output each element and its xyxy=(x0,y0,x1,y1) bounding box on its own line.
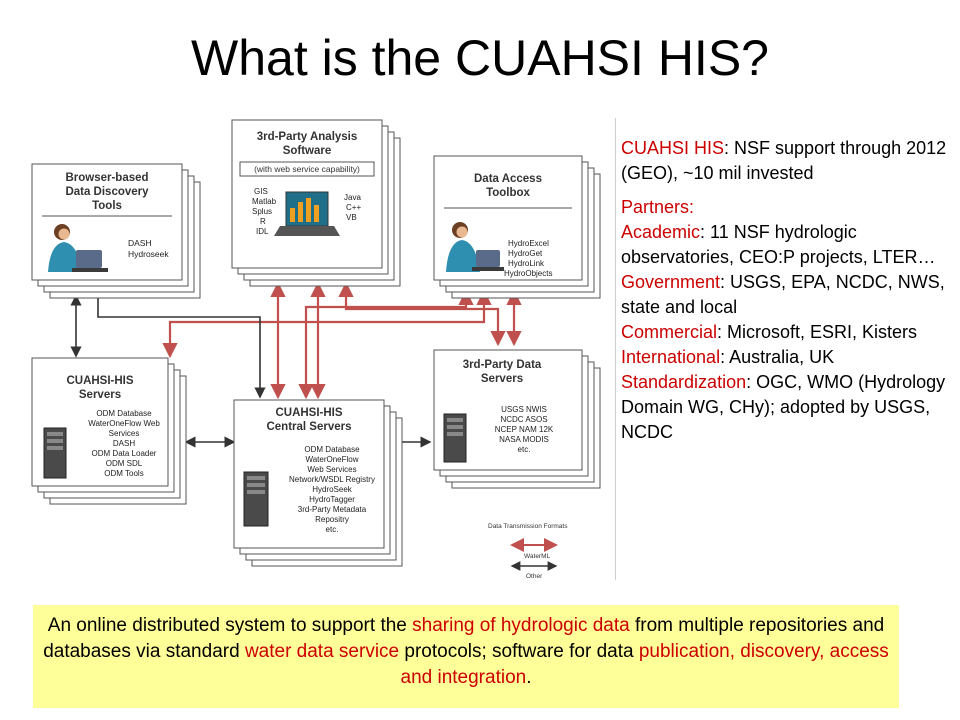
summary-banner: An online distributed system to support … xyxy=(33,605,899,708)
server-tower-icon xyxy=(443,413,467,463)
thirdparty-title-2: Servers xyxy=(481,373,523,385)
waterml-arrow-access-his xyxy=(162,289,492,359)
central-item-9: etc. xyxy=(326,525,339,534)
analysis-left-4: R xyxy=(260,217,266,226)
browser-title-2: Data Discovery xyxy=(65,186,149,198)
chart-laptop-icon xyxy=(274,191,340,236)
analysis-left-2: Matlab xyxy=(252,197,277,206)
government-label: Government xyxy=(621,272,721,292)
commercial-line: Commercial: Microsoft, ESRI, Kisters xyxy=(621,320,956,345)
academic-line: Academic: 11 NSF hydrologic observatorie… xyxy=(621,220,956,270)
summary-highlight-1: sharing of hydrologic data xyxy=(412,615,630,636)
international-text: : Australia, UK xyxy=(720,347,835,367)
access-title-1: Data Access xyxy=(474,173,542,185)
his-item-4: DASH xyxy=(113,439,135,448)
divider-line xyxy=(615,118,616,580)
thirdparty-item-4: NASA MODIS xyxy=(499,435,549,444)
server-tower-icon xyxy=(43,427,67,479)
his-title-2: Servers xyxy=(79,389,121,401)
summary-part-2: from multiple repositories and databases… xyxy=(43,615,885,662)
analysis-title-2: Software xyxy=(283,145,332,157)
thirdparty-item-3: NCEP NAM 12K xyxy=(495,425,554,434)
woman-at-laptop-icon xyxy=(446,222,504,272)
analysis-title-1: 3rd-Party Analysis xyxy=(257,131,358,143)
summary-part-3: protocols; software for data xyxy=(399,641,639,662)
analysis-right-2: C++ xyxy=(346,203,361,212)
his-item-1: ODM Database xyxy=(96,409,152,418)
his-text: : NSF support through 2012 (GEO), ~10 mi… xyxy=(621,138,947,183)
summary-highlight-3: publication, discovery, access and integ… xyxy=(400,641,889,688)
browser-item-1: DASH xyxy=(128,238,152,248)
browser-title-1: Browser-based xyxy=(65,172,148,184)
standardization-label: Standardization xyxy=(621,372,747,392)
summary-highlight-2: water data service xyxy=(244,641,400,662)
browser-box: Browser-based Data Discovery Tools DASH … xyxy=(31,163,201,299)
side-panel: CUAHSI HIS: NSF support through 2012 (GE… xyxy=(621,136,956,445)
access-item-1: HydroExcel xyxy=(508,239,549,248)
analysis-subtitle: (with web service capability) xyxy=(254,164,360,174)
thirdparty-item-2: NCDC ASOS xyxy=(500,415,547,424)
central-item-7: 3rd-Party Metadata xyxy=(298,505,367,514)
access-item-4: HydroObjects xyxy=(504,269,552,278)
commercial-label: Commercial xyxy=(621,322,718,342)
thirdparty-title-1: 3rd-Party Data xyxy=(463,359,542,371)
architecture-diagram: Browser-based Data Discovery Tools DASH … xyxy=(31,119,601,580)
central-servers-box: CUAHSI-HIS Central Servers ODM Database … xyxy=(233,399,403,567)
thirdparty-item-5: etc. xyxy=(518,445,531,454)
legend-waterml: WaterML xyxy=(524,553,551,560)
analysis-right-3: VB xyxy=(346,213,357,222)
his-item-6: ODM SDL xyxy=(106,459,143,468)
central-item-3: Web Services xyxy=(307,465,356,474)
analysis-left-1: GIS xyxy=(254,187,268,196)
central-item-4: Network/WSDL Registry xyxy=(289,475,375,484)
central-item-8: Repositry xyxy=(315,515,349,524)
other-arrow-browser-central xyxy=(97,296,266,399)
access-item-2: HydroGet xyxy=(508,249,543,258)
access-item-3: HydroLink xyxy=(508,259,545,268)
commercial-text: : Microsoft, ESRI, Kisters xyxy=(717,322,918,342)
thirdparty-item-1: USGS NWIS xyxy=(501,405,547,414)
analysis-right-1: Java xyxy=(344,193,361,202)
summary-part-4: . xyxy=(526,667,532,688)
central-title-2: Central Servers xyxy=(266,421,351,433)
international-line: International: Australia, UK xyxy=(621,345,956,370)
woman-at-laptop-icon xyxy=(48,224,108,272)
his-title-1: CUAHSI-HIS xyxy=(66,375,133,387)
standardization-line: Standardization: OGC, WMO (Hydrology Dom… xyxy=(621,370,956,445)
his-item-2: WaterOneFlow Web xyxy=(88,419,160,428)
page-title: What is the CUAHSI HIS? xyxy=(191,30,769,86)
academic-label: Academic xyxy=(621,222,701,242)
central-item-6: HydroTagger xyxy=(309,495,355,504)
analysis-box: 3rd-Party Analysis Software (with web se… xyxy=(231,119,401,287)
connectors xyxy=(70,281,522,448)
legend: Data Transmission Formats WaterML Other xyxy=(488,523,568,580)
central-item-5: HydroSeek xyxy=(312,485,353,494)
central-item-1: ODM Database xyxy=(304,445,360,454)
government-line: Government: USGS, EPA, NCDC, NWS, state … xyxy=(621,270,956,320)
analysis-left-3: Splus xyxy=(252,207,272,216)
legend-other: Other xyxy=(526,573,543,580)
his-item-3: Services xyxy=(109,429,140,438)
his-item-5: ODM Data Loader xyxy=(92,449,157,458)
international-label: International xyxy=(621,347,721,367)
partners-label: Partners: xyxy=(621,197,695,217)
access-title-2: Toolbox xyxy=(486,187,530,199)
central-title-1: CUAHSI-HIS xyxy=(275,407,342,419)
access-box: Data Access Toolbox HydroExcel HydroGet … xyxy=(433,155,601,299)
his-item-7: ODM Tools xyxy=(104,469,143,478)
thirdparty-servers-box: 3rd-Party Data Servers USGS NWIS NCDC AS… xyxy=(433,349,601,489)
summary-part-1: An online distributed system to support … xyxy=(47,615,413,636)
server-tower-icon xyxy=(243,471,269,527)
his-paragraph: CUAHSI HIS: NSF support through 2012 (GE… xyxy=(621,136,956,186)
standardization-text: : OGC, WMO (Hydrology Domain WG, CHy); a… xyxy=(621,372,946,442)
browser-title-3: Tools xyxy=(92,200,122,212)
browser-item-2: Hydroseek xyxy=(128,249,169,259)
his-servers-box: CUAHSI-HIS Servers ODM Database WaterOne… xyxy=(31,357,187,505)
academic-text: : 11 NSF hydrologic observatories, CEO:P… xyxy=(621,222,936,267)
analysis-left-5: IDL xyxy=(256,227,269,236)
central-item-2: WaterOneFlow xyxy=(305,455,358,464)
legend-title: Data Transmission Formats xyxy=(488,523,568,530)
his-label: CUAHSI HIS xyxy=(621,138,725,158)
government-text: : USGS, EPA, NCDC, NWS, state and local xyxy=(621,272,945,317)
